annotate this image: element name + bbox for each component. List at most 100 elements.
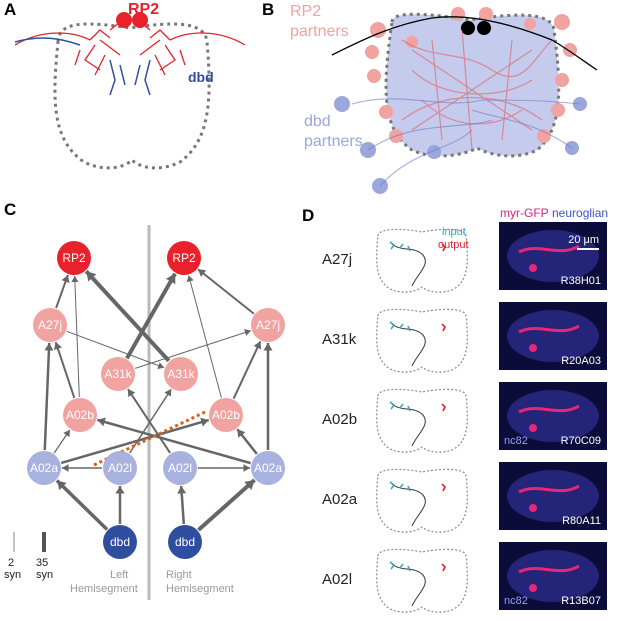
scale-bar-label: 20 μm xyxy=(568,234,599,246)
panel-letter-c: C xyxy=(4,200,17,219)
morphology-outline xyxy=(376,388,468,453)
edge-arrowhead xyxy=(115,486,125,494)
legend-output: output xyxy=(438,239,469,251)
nc82-label: nc82 xyxy=(504,595,528,607)
rp2-soma-right xyxy=(132,12,148,28)
network-node xyxy=(103,451,137,485)
network-node-label: RP2 xyxy=(62,251,86,265)
micrograph: R38H01 20 μm xyxy=(499,222,607,290)
panel-letter-a: A xyxy=(4,0,17,19)
black-axon xyxy=(331,16,598,71)
edge-arrowhead xyxy=(198,269,207,277)
network-edge xyxy=(125,272,177,360)
network-edge xyxy=(127,388,171,454)
network-edge xyxy=(129,388,172,454)
edge-arrowhead xyxy=(177,485,187,494)
morphology-outline xyxy=(376,548,468,613)
genotype-label: R38H01 xyxy=(560,275,601,287)
edge-arrowhead xyxy=(244,329,251,336)
cell-type-label: A02a xyxy=(322,491,358,508)
legend-input: input xyxy=(442,226,466,238)
cns-outline-b xyxy=(384,12,561,158)
morphology-outline xyxy=(376,308,468,373)
edge-arrowhead xyxy=(97,417,106,427)
edge-arrowhead xyxy=(63,429,70,438)
cell-type-label: A02l xyxy=(322,571,353,588)
network-node xyxy=(164,357,198,391)
edge-arrowhead xyxy=(244,479,255,490)
network-edge xyxy=(232,340,262,400)
network-edge xyxy=(43,342,51,451)
edge-arrowhead xyxy=(86,271,97,282)
edge-arrowhead xyxy=(237,429,246,438)
rp2-partners-label-1: RP2 xyxy=(290,3,321,20)
network-node xyxy=(251,308,285,342)
edge-arrowhead xyxy=(186,275,194,283)
header-myr-gfp: myr-GFP xyxy=(500,206,549,220)
scale-small-label: 2 xyxy=(8,557,14,569)
network-node xyxy=(163,451,197,485)
genotype-label: R70C09 xyxy=(560,435,601,447)
network-node xyxy=(168,525,202,559)
panel-b-diagram: RP2 partners dbd partners xyxy=(290,3,598,194)
cell-type-label: A02b xyxy=(322,411,358,428)
network-node xyxy=(101,357,135,391)
rp2-partners-label-2: partners xyxy=(290,23,349,40)
genotype-label: R13B07 xyxy=(561,595,601,607)
dbd-partner-arbors xyxy=(351,98,581,187)
network-edges xyxy=(43,268,273,532)
morphology-outline xyxy=(376,468,468,533)
network-node xyxy=(57,241,91,275)
micrograph: R13B07 nc82 xyxy=(499,542,607,610)
dbd-partners-label-2: partners xyxy=(304,133,363,150)
edge-arrowhead xyxy=(165,273,176,285)
cns-outline xyxy=(53,22,211,170)
network-node-label: A02l xyxy=(168,461,192,475)
edge-arrowhead xyxy=(71,275,79,283)
network-node xyxy=(209,398,243,432)
network-edge xyxy=(134,330,252,369)
network-node-label: A02b xyxy=(212,408,240,422)
genotype-label: R20A03 xyxy=(561,355,601,367)
edge-arrowhead xyxy=(53,342,62,351)
network-edge xyxy=(96,418,252,465)
network-edge xyxy=(55,479,109,531)
nc82-label: nc82 xyxy=(504,435,528,447)
network-node xyxy=(27,451,61,485)
rp2-partner-somas xyxy=(365,7,577,143)
network-edge xyxy=(197,268,255,315)
rp2-label: RP2 xyxy=(128,1,159,18)
network-edge xyxy=(197,478,256,532)
morphology-outline xyxy=(376,228,468,293)
edge-arrowhead xyxy=(243,464,250,472)
edge-arrowhead xyxy=(127,389,136,398)
right-hemi-2: Hemisegment xyxy=(166,583,234,595)
edge-arrowhead xyxy=(263,343,273,351)
micrograph: R20A03 xyxy=(499,302,607,370)
edge-arrowhead xyxy=(157,362,165,369)
edge-arrowhead xyxy=(253,341,262,350)
network-edge xyxy=(74,275,80,398)
network-node xyxy=(251,451,285,485)
network-edge xyxy=(188,275,222,398)
panel-letter-d: D xyxy=(302,206,315,225)
network-node-label: A31k xyxy=(167,367,195,381)
network-node xyxy=(103,525,137,559)
header-neuroglian: neuroglian xyxy=(552,206,609,220)
genotype-label: R80A11 xyxy=(562,515,601,527)
dbd-label: dbd xyxy=(188,69,214,85)
scale-small-unit: syn xyxy=(4,569,21,581)
scale-large-unit: syn xyxy=(36,569,53,581)
panel-a-diagram: RP2 dbd xyxy=(14,1,246,170)
network-node xyxy=(63,398,97,432)
left-hemi-1: Left xyxy=(110,569,128,581)
edge-arrowhead xyxy=(61,274,70,283)
panel-letter-b: B xyxy=(262,0,275,19)
micrograph: R80A11 xyxy=(499,462,607,530)
network-node-label: A27j xyxy=(256,318,280,332)
network-node-label: A02a xyxy=(254,461,282,475)
scale-large-label: 35 xyxy=(36,557,48,569)
black-neurons xyxy=(461,21,491,35)
